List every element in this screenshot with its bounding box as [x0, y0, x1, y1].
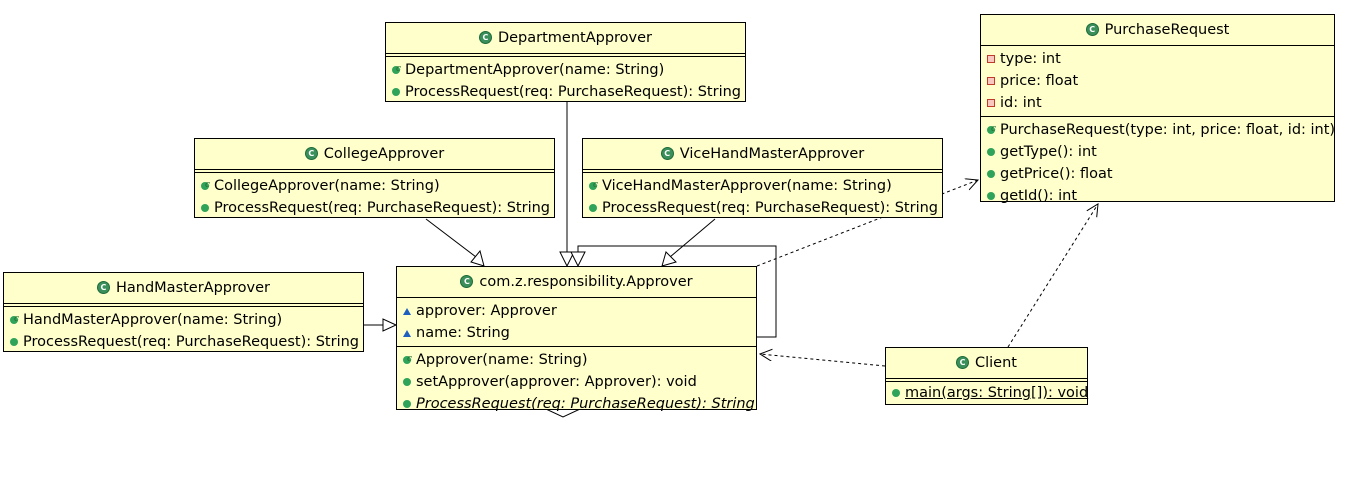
method-row[interactable]: ProcessRequest(req: PurchaseRequest): St… — [4, 331, 363, 353]
class-hand-master-approver[interactable]: HandMasterApprover HandMasterApprover(na… — [3, 272, 364, 352]
field-row[interactable]: price: float — [981, 70, 1334, 92]
methods-compartment: main(args: String[]): void — [886, 382, 1088, 404]
class-icon — [460, 274, 474, 288]
class-icon — [660, 146, 674, 160]
static-method-row[interactable]: main(args: String[]): void — [886, 382, 1088, 404]
empty-fields-compartment — [4, 304, 363, 307]
fields-compartment: type: int price: float id: int — [981, 46, 1334, 117]
class-name: DepartmentApprover — [497, 30, 653, 46]
method-row[interactable]: setApprover(approver: Approver): void — [397, 371, 756, 393]
field-row[interactable]: approver: Approver — [397, 300, 756, 322]
fields-compartment: approver: Approver name: String — [397, 298, 756, 347]
class-icon — [96, 280, 110, 294]
public-method-icon — [987, 170, 995, 178]
field-row[interactable]: name: String — [397, 322, 756, 344]
method-row[interactable]: getType(): int — [981, 141, 1334, 163]
method-row[interactable]: ProcessRequest(req: PurchaseRequest): St… — [195, 197, 554, 219]
constructor-icon — [589, 174, 598, 196]
protected-field-icon — [403, 329, 411, 337]
method-row[interactable]: CollegeApprover(name: String) — [195, 174, 554, 197]
method-row[interactable]: PurchaseRequest(type: int, price: float,… — [981, 118, 1335, 141]
constructor-icon — [10, 308, 19, 330]
dependency-client-purchase — [1007, 204, 1098, 348]
generalization-head-college — [470, 249, 485, 267]
protected-field-icon — [403, 307, 411, 315]
class-college-approver[interactable]: CollegeApprover CollegeApprover(name: St… — [194, 138, 555, 218]
class-header: HandMasterApprover — [4, 273, 363, 304]
generalization-college — [425, 218, 477, 258]
method-row[interactable]: getId(): int — [981, 185, 1334, 207]
class-header: CollegeApprover — [195, 139, 554, 170]
constructor-icon — [987, 118, 996, 140]
abstract-method-row[interactable]: ProcessRequest(req: PurchaseRequest): St… — [397, 393, 756, 415]
empty-fields-compartment — [583, 170, 942, 173]
field-row[interactable]: type: int — [981, 48, 1334, 70]
constructor-icon — [392, 58, 401, 80]
public-method-icon — [10, 338, 18, 346]
public-method-icon — [201, 204, 209, 212]
class-name: HandMasterApprover — [115, 280, 270, 296]
methods-compartment: ViceHandMasterApprover(name: String) Pro… — [583, 173, 942, 221]
field-row[interactable]: id: int — [981, 92, 1334, 114]
method-row[interactable]: ProcessRequest(req: PurchaseRequest): St… — [386, 81, 745, 103]
class-approver[interactable]: com.z.responsibility.Approver approver: … — [396, 266, 757, 412]
class-department-approver[interactable]: DepartmentApprover DepartmentApprover(na… — [385, 22, 746, 102]
self-association-head — [570, 251, 586, 268]
method-row[interactable]: ViceHandMasterApprover(name: String) — [583, 174, 942, 197]
methods-compartment: Approver(name: String) setApprover(appro… — [397, 347, 756, 417]
generalization-head-department — [559, 251, 575, 268]
constructor-icon — [403, 348, 412, 370]
self-association-approver — [577, 245, 777, 338]
class-header: Client — [886, 348, 1087, 379]
methods-compartment: PurchaseRequest(type: int, price: float,… — [981, 117, 1335, 209]
constructor-icon — [201, 174, 210, 196]
class-icon — [1085, 22, 1099, 36]
class-header: DepartmentApprover — [386, 23, 745, 54]
public-method-icon — [403, 378, 411, 386]
method-row[interactable]: HandMasterApprover(name: String) — [4, 308, 363, 331]
generalization-vice — [669, 218, 716, 258]
class-header: ViceHandMasterApprover — [583, 139, 942, 170]
method-row[interactable]: getPrice(): float — [981, 163, 1334, 185]
class-vice-hand-master-approver[interactable]: ViceHandMasterApprover ViceHandMasterApp… — [582, 138, 943, 218]
method-row[interactable]: Approver(name: String) — [397, 348, 756, 371]
empty-fields-compartment — [386, 54, 745, 57]
methods-compartment: DepartmentApprover(name: String) Process… — [386, 57, 745, 105]
private-field-icon — [987, 99, 995, 107]
class-icon — [304, 146, 318, 160]
method-row[interactable]: ProcessRequest(req: PurchaseRequest): St… — [583, 197, 942, 219]
class-name: Client — [975, 355, 1017, 371]
class-name: ViceHandMasterApprover — [679, 146, 865, 162]
public-method-icon — [589, 204, 597, 212]
empty-fields-compartment — [886, 379, 1087, 382]
methods-compartment: HandMasterApprover(name: String) Process… — [4, 307, 363, 355]
class-name: com.z.responsibility.Approver — [479, 274, 693, 290]
private-field-icon — [987, 77, 995, 85]
private-field-icon — [987, 55, 995, 63]
class-client[interactable]: Client main(args: String[]): void — [885, 347, 1088, 405]
class-icon — [478, 30, 492, 44]
method-row[interactable]: DepartmentApprover(name: String) — [386, 58, 745, 81]
class-name: CollegeApprover — [323, 146, 445, 162]
class-icon — [956, 355, 969, 369]
public-method-icon — [987, 148, 995, 156]
public-method-icon — [392, 88, 400, 96]
generalization-head-hand — [382, 318, 398, 332]
public-method-icon — [892, 389, 900, 397]
dependency-client-approver — [760, 354, 886, 367]
class-name: PurchaseRequest — [1104, 22, 1230, 38]
class-header: com.z.responsibility.Approver — [397, 267, 756, 298]
methods-compartment: CollegeApprover(name: String) ProcessReq… — [195, 173, 554, 221]
class-purchase-request[interactable]: PurchaseRequest type: int price: float i… — [980, 14, 1335, 204]
public-method-icon — [403, 400, 411, 408]
class-header: PurchaseRequest — [981, 15, 1334, 46]
public-method-icon — [987, 192, 995, 200]
empty-fields-compartment — [195, 170, 554, 173]
generalization-head-vice — [661, 251, 677, 267]
